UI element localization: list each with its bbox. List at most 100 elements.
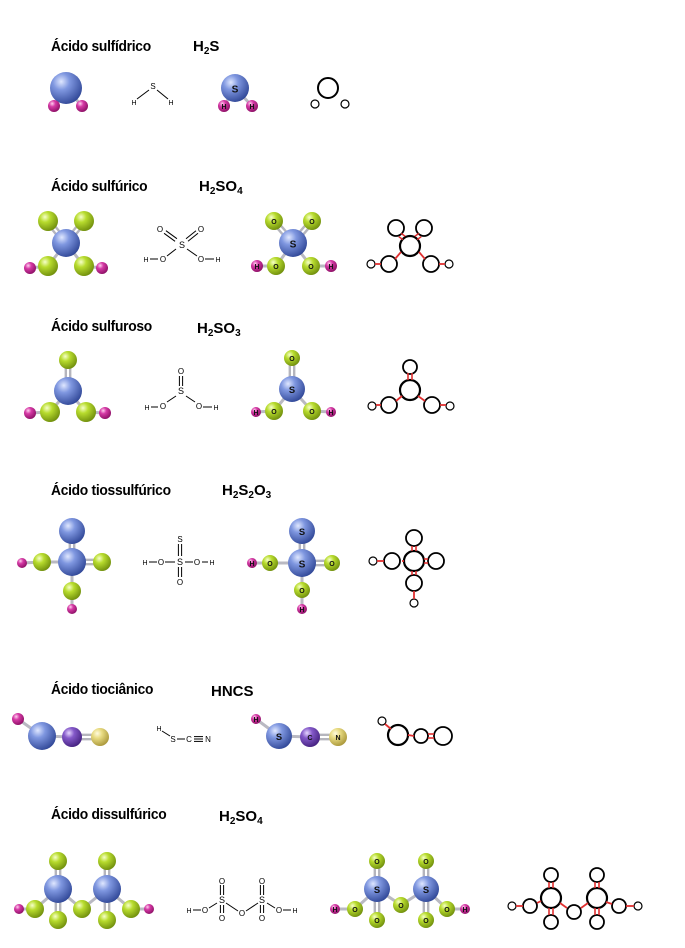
atom-ring — [366, 259, 376, 269]
ring-bond — [559, 902, 568, 909]
hydrogen-atom-label: H — [332, 907, 337, 914]
oxygen-atom-label: O — [273, 264, 279, 271]
oxygen-atom-ball — [38, 256, 58, 276]
atom-ring — [405, 529, 423, 547]
hydrogen-atom-ball — [247, 558, 257, 568]
hydrogen-atom-ball — [67, 604, 77, 614]
formula-subscript: 2 — [248, 490, 254, 501]
oxygen-symbol: O — [198, 255, 204, 264]
oxygen-atom-label: O — [308, 264, 314, 271]
hydrogen-atom-ball — [96, 262, 108, 274]
atom-ring — [507, 901, 517, 911]
hydrogen-symbol: H — [131, 100, 136, 107]
ring-bond — [398, 235, 404, 241]
sulfur-atom-label: S — [299, 527, 305, 537]
ring-bond — [407, 734, 415, 737]
oxygen-atom-ball — [369, 853, 385, 869]
oxygen-atom-ball — [393, 897, 409, 913]
hydrogen-symbol: H — [215, 257, 220, 264]
atom-ring — [409, 598, 419, 608]
hydrogen-atom-ball — [12, 713, 24, 725]
oxygen-atom-label: O — [309, 409, 315, 416]
atom-ring — [310, 99, 320, 109]
hydrogen-symbol: H — [292, 908, 297, 915]
sulfur-symbol: S — [150, 82, 155, 91]
sulfur-atom-label: S — [423, 885, 429, 895]
oxygen-symbol: O — [259, 877, 265, 886]
oxygen-atom-ball — [303, 402, 321, 420]
hydrogen-atom-label: H — [328, 410, 333, 417]
hydrogen-symbol: H — [156, 726, 161, 733]
oxygen-atom-ball — [74, 211, 94, 231]
oxygen-atom-ball — [49, 911, 67, 929]
oxygen-symbol: O — [198, 225, 204, 234]
acid-formula-tiossulfurico: H2S2O3 — [222, 482, 271, 501]
hydrogen-atom-ball — [17, 558, 27, 568]
atom-ring — [368, 556, 378, 566]
atom-ring — [543, 867, 559, 883]
sulfur-atom-label: S — [232, 84, 239, 95]
oxygen-atom-ball — [347, 901, 363, 917]
oxygen-atom-ball — [262, 555, 278, 571]
oxygen-symbol: O — [219, 914, 225, 923]
bond-line — [166, 395, 177, 403]
atom-ring — [444, 259, 454, 269]
formula-text: SO — [235, 808, 258, 825]
hydrogen-atom-ball — [297, 604, 307, 614]
formula-subscript: 2 — [203, 46, 210, 57]
oxygen-atom-label: O — [444, 907, 450, 914]
atom-ring — [589, 914, 605, 930]
hydrogen-atom-label: H — [221, 104, 226, 111]
oxygen-symbol: O — [160, 255, 166, 264]
bond-line — [156, 89, 169, 100]
formula-subscript: 2 — [207, 328, 214, 339]
oxygen-atom-ball — [40, 402, 60, 422]
bond-line — [166, 248, 177, 257]
oxygen-atom-ball — [284, 350, 300, 366]
sulfur-symbol: S — [259, 895, 265, 905]
oxygen-atom-label: O — [267, 561, 273, 568]
ring-bond — [536, 900, 542, 904]
acid-name-tiocianico: Ácido tiociânico — [51, 681, 154, 698]
formula-subscript: 2 — [232, 490, 239, 501]
oxygen-atom-ball — [98, 911, 116, 929]
hydrogen-atom-label: H — [249, 561, 254, 568]
oxygen-atom-ball — [294, 582, 310, 598]
bond-line — [136, 89, 150, 100]
bond-line — [185, 395, 196, 403]
acid-formula-tiocianico: HNCS — [211, 683, 254, 700]
carbon-atom-label: C — [307, 733, 312, 742]
ring-bond — [417, 395, 426, 402]
atom-ring — [317, 77, 339, 99]
hydrogen-symbol: H — [213, 405, 218, 412]
formula-text: H — [197, 320, 208, 337]
ring-bond — [395, 395, 403, 402]
bond-line — [245, 902, 259, 912]
oxygen-atom-ball — [49, 852, 67, 870]
hydrogen-atom-label: H — [254, 264, 259, 271]
atom-ring — [340, 99, 350, 109]
nitrogen-atom-ball — [329, 728, 347, 746]
atom-ring — [398, 234, 422, 258]
sulfur-atom-ball — [413, 876, 439, 902]
formula-text: SO — [213, 320, 236, 337]
oxygen-symbol: O — [194, 558, 200, 567]
sulfur-symbol: S — [178, 386, 184, 396]
acid-formula-sulfidrico: H2S — [193, 38, 219, 57]
oxygen-atom-ball — [267, 257, 285, 275]
hydrogen-atom-ball — [330, 904, 340, 914]
hydrogen-atom-ball — [24, 407, 36, 419]
oxygen-atom-label: O — [309, 219, 315, 226]
oxygen-atom-ball — [418, 853, 434, 869]
oxygen-atom-ball — [33, 553, 51, 571]
formula-text: S — [238, 482, 249, 499]
sulfur-atom-ball — [52, 229, 80, 257]
oxygen-atom-ball — [303, 212, 321, 230]
formula-text: SO — [215, 178, 238, 195]
oxygen-atom-label: O — [423, 918, 429, 925]
hydrogen-atom-ball — [218, 100, 230, 112]
oxygen-symbol: O — [196, 402, 202, 411]
sulfur-atom-ball — [266, 723, 292, 749]
